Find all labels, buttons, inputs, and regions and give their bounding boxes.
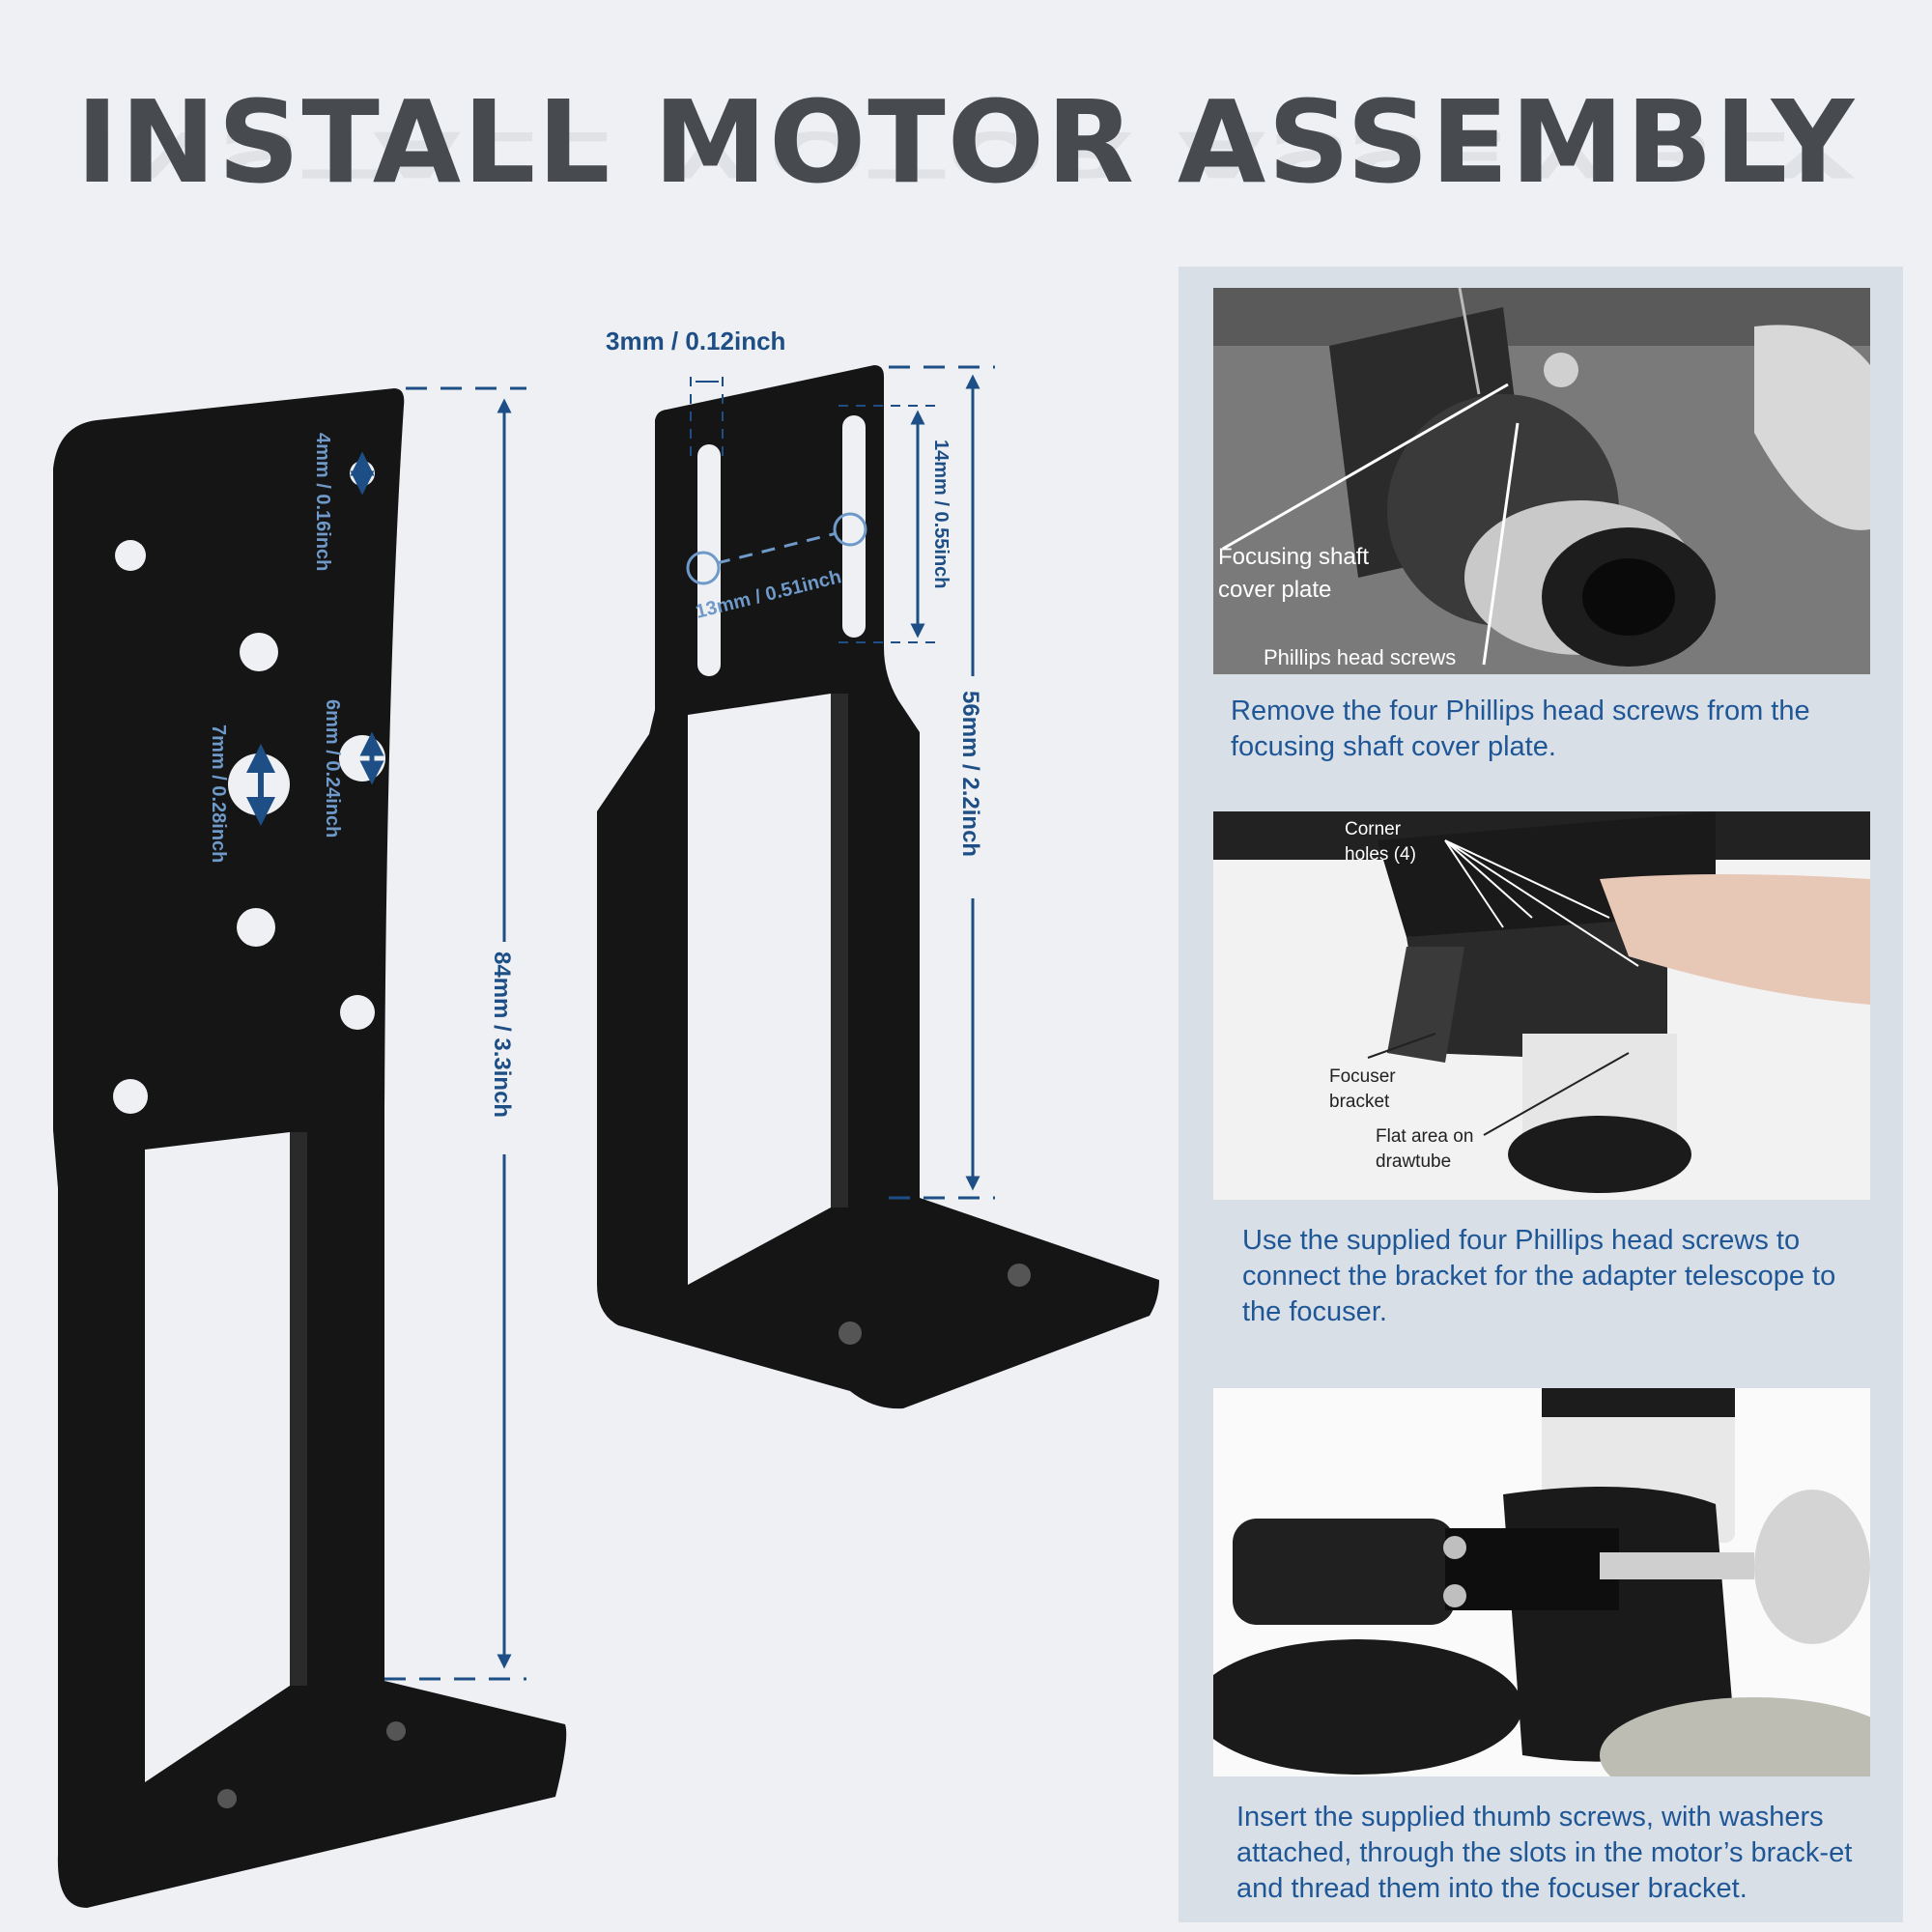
bracket-illustrations: 4mm / 0.16inch 6mm / 0.24inch 7mm / 0.28… (53, 327, 1159, 1908)
focuser-cover-plate-image (1213, 288, 1870, 674)
hole-large-label: 7mm / 0.28inch (208, 724, 229, 863)
slot-length-dimension (838, 405, 942, 643)
focuser-bracket-image (1213, 811, 1870, 1200)
focusing-shaft-label: Focusing shaft cover plate (1218, 544, 1370, 603)
step-2-caption: Use the supplied four Phillips head scre… (1242, 1225, 1836, 1327)
step-2-photo: Corner holes (4) Focuser bracket Flat ar… (1213, 811, 1870, 1200)
page-title: INSTALL MOTOR ASSEMBLY (75, 75, 1857, 209)
slot-length-label: 14mm / 0.55inch (930, 440, 952, 589)
flat-area-label: Flat area on drawtube (1376, 1126, 1474, 1172)
instruction-panel: Focusing shaft cover plate Phillips head… (1179, 267, 1903, 1922)
hole-small-label: 4mm / 0.16inch (312, 433, 333, 571)
step-1-photo: Focusing shaft cover plate Phillips head… (1213, 288, 1870, 674)
left-height-dimension (384, 386, 526, 1681)
focuser-bracket-label: Focuser bracket (1329, 1066, 1396, 1112)
right-height-dimension (889, 365, 995, 1200)
corner-holes-label: Corner holes (4) (1345, 819, 1416, 865)
phillips-screws-label: Phillips head screws (1264, 645, 1457, 669)
step-3-caption: Insert the supplied thumb screws, with w… (1236, 1802, 1853, 1904)
thickness-label: 3mm / 0.12inch (606, 327, 785, 355)
hole-medium-label: 6mm / 0.24inch (322, 699, 343, 838)
right-height-label: 56mm / 2.2inch (957, 691, 983, 857)
left-bracket (53, 388, 567, 1908)
step-3-photo (1213, 1388, 1870, 1776)
thickness-dimension (690, 377, 724, 464)
right-bracket (597, 365, 1159, 1409)
left-height-label: 84mm / 3.3inch (489, 952, 515, 1118)
motor-mounted-image (1213, 1388, 1870, 1776)
step-1-caption: Remove the four Phillips head screws fro… (1231, 696, 1810, 762)
